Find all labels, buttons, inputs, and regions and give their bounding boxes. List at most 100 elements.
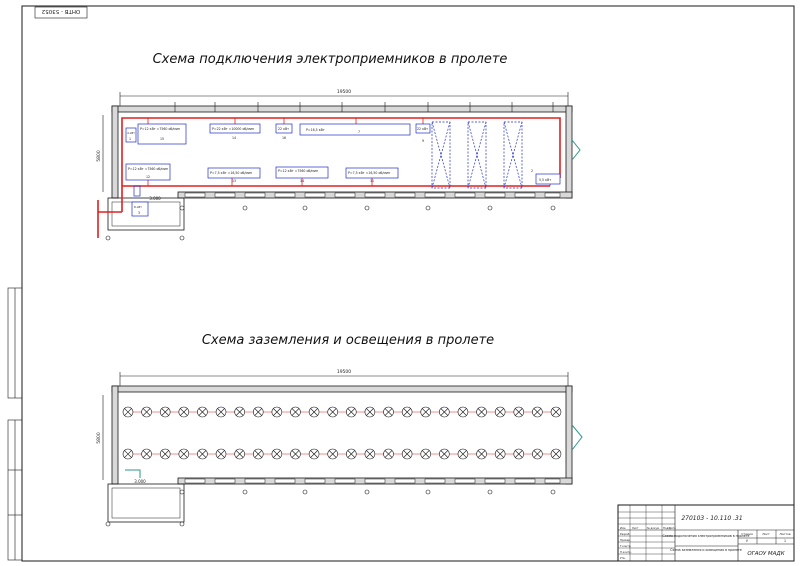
lamp-icon xyxy=(215,448,227,460)
lamp-icon xyxy=(420,406,432,418)
annex-room xyxy=(107,197,185,231)
diagram2-dim-room: 3.000 xyxy=(134,479,146,484)
lamp-icon xyxy=(346,448,357,460)
lamp-icon xyxy=(197,448,208,460)
lamp-icon xyxy=(122,406,134,418)
equipment-13 xyxy=(207,167,261,179)
lamp-icon xyxy=(327,448,338,460)
equipment-11 xyxy=(345,167,399,179)
diagram1-dim-height: 5800 xyxy=(96,150,102,162)
equip-num: 15 xyxy=(160,137,164,141)
tb-role: Утв. xyxy=(620,556,626,560)
equip-num: 9 xyxy=(422,139,424,143)
lighting-plan: 19500 5800 3.000 xyxy=(96,369,583,527)
lamp-icon xyxy=(234,406,245,418)
lamp-icon xyxy=(327,406,338,418)
equipment-9 xyxy=(415,123,431,134)
equip-num: 14 xyxy=(232,136,236,140)
organization: ОГАОУ МАДК xyxy=(747,551,785,557)
wall-right xyxy=(565,105,573,199)
title-block xyxy=(617,504,795,562)
equipment-16 xyxy=(275,123,293,134)
lamp-icon xyxy=(271,448,283,460)
window-row xyxy=(184,478,561,484)
lamp-icon xyxy=(494,448,506,460)
lamp-icon xyxy=(178,448,190,460)
equip-num: 2 xyxy=(531,169,533,173)
equipment-7 xyxy=(299,123,411,136)
lamp-icon xyxy=(271,406,283,418)
tb-role: Разраб. xyxy=(620,532,630,536)
crane-zones xyxy=(431,121,523,189)
sheet-stamp: ОНТВ - 53052 xyxy=(34,6,88,19)
equip-label: Р=7,5 кВт =16,50 об/мин xyxy=(348,171,390,175)
tb-header: Дата xyxy=(669,526,676,530)
diagram1-dim-room: 3.000 xyxy=(149,196,161,201)
lamp-icon xyxy=(383,448,394,460)
lamp-icon xyxy=(532,448,543,460)
equip-label: Р=12 кВт =7560 об/мин xyxy=(278,169,318,173)
equip-label: Р=12 кВт =7560 об/мин xyxy=(140,127,180,131)
sheet-desc-2: Схема заземления и освещения в пролете xyxy=(670,548,742,552)
lamp-icon xyxy=(513,448,525,460)
wall-right xyxy=(565,385,573,485)
equip-num: 7 xyxy=(358,130,360,134)
stamp-text: ОНТВ - 53052 xyxy=(42,8,81,14)
equipment-2 xyxy=(535,173,561,185)
door-right xyxy=(571,139,581,161)
lamp-icon xyxy=(159,406,171,418)
equip-num: 1 xyxy=(129,137,131,141)
lamp-icon xyxy=(290,448,301,460)
lamp-icon xyxy=(476,406,487,418)
lamp-icon xyxy=(252,406,264,418)
tb-header: Подп. xyxy=(663,526,671,530)
lamp-icon xyxy=(234,448,245,460)
tb-role: Н.контр. xyxy=(620,550,632,554)
power-plan: 19500 5800 3.000 xyxy=(96,89,581,241)
lamp-icon xyxy=(513,406,525,418)
tb-role: Провер. xyxy=(620,538,631,542)
equipment-12 xyxy=(125,163,171,181)
equip-label: 5,5 кВт xyxy=(539,178,551,182)
sheet-desc-1: Схема подключения электроприемников в пр… xyxy=(663,534,750,538)
equip-label: Р=12 кВт =7560 об/мин xyxy=(128,167,168,171)
equip-num: 3 xyxy=(138,211,140,215)
equip-label: Р=22 кВт =10000 об/мин xyxy=(212,127,254,131)
lamp-icon xyxy=(383,406,394,418)
lamp-icon xyxy=(122,448,134,460)
lamp-icon xyxy=(178,406,190,418)
equipment-14b xyxy=(275,166,329,179)
drawing-code: 270103 - 10.110 .31 xyxy=(681,515,742,522)
lamp-icon xyxy=(494,406,506,418)
ground-conductor xyxy=(125,469,141,478)
wall-top xyxy=(111,385,573,393)
lamp-icon xyxy=(401,406,413,418)
lamp-icon xyxy=(550,406,562,418)
equip-label: 8 кВт xyxy=(134,205,142,209)
diagram2-dim-width: 19500 xyxy=(337,369,351,375)
lamp-icon xyxy=(420,448,432,460)
lamp-icon xyxy=(439,448,450,460)
window-row xyxy=(184,192,561,198)
lamp-icon xyxy=(252,448,264,460)
equipment-14a xyxy=(209,123,261,134)
equip-num: 11 xyxy=(370,179,374,183)
stage-header: Листов xyxy=(779,532,790,536)
wall-left xyxy=(111,385,119,485)
annex-room xyxy=(107,483,185,523)
equip-label: Р=7,5 кВт =16,50 об/мин xyxy=(210,171,252,175)
tb-header: № докум. xyxy=(647,527,660,530)
lamp-icon xyxy=(290,406,301,418)
diagram2-dim-height: 5800 xyxy=(96,432,102,444)
lamp-icon xyxy=(308,406,320,418)
equip-label: 22 кВт xyxy=(417,127,428,131)
lamp-icon xyxy=(364,448,376,460)
equipment-3 xyxy=(131,201,149,217)
tb-header: Лист xyxy=(632,526,639,530)
lamp-icon xyxy=(401,448,413,460)
lamp-icon xyxy=(197,406,208,418)
lamp-icon xyxy=(364,406,376,418)
tb-header: Изм. xyxy=(620,526,626,530)
equip-num: 13 xyxy=(232,179,236,183)
